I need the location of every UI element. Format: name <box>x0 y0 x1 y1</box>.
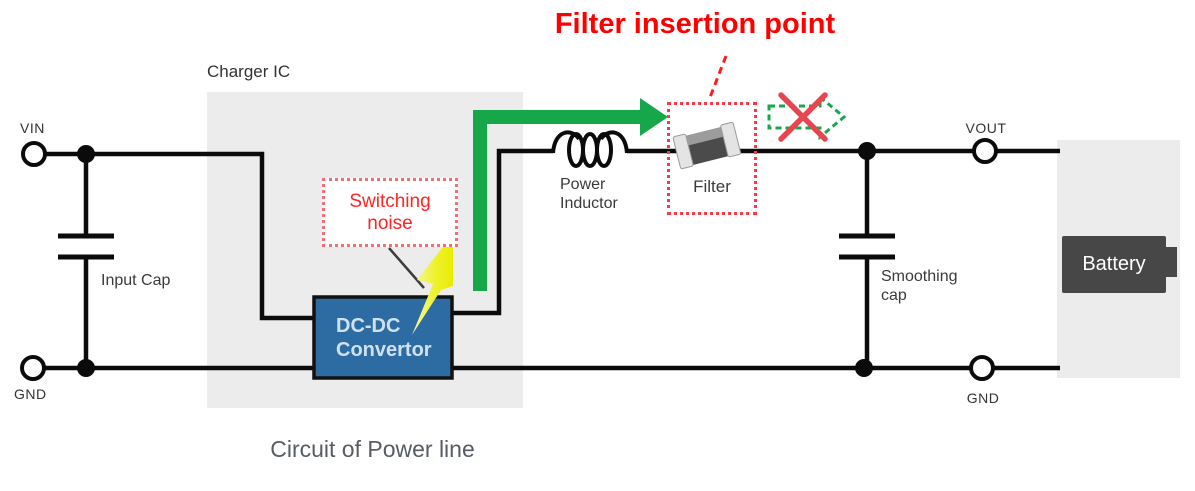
inductor-symbol <box>551 130 629 168</box>
chip-terminal-right <box>720 121 742 158</box>
dcdc-converter-label: DC-DC Convertor <box>336 314 432 361</box>
vout-terminal <box>972 138 998 164</box>
title-callout-line <box>707 55 728 101</box>
wire-dcdc-output <box>448 148 553 316</box>
battery-nub <box>1166 247 1177 277</box>
junction-dot <box>855 359 873 377</box>
blocked-arrow-icon <box>767 93 847 141</box>
gnd-left-terminal <box>20 355 46 381</box>
gnd-right-terminal <box>969 355 995 381</box>
red-x-icon <box>778 92 828 142</box>
junction-dot <box>77 359 95 377</box>
wires <box>33 130 1060 371</box>
switching-noise-label: Switching noise <box>349 190 431 234</box>
junction-dot <box>858 142 876 160</box>
vout-label: VOUT <box>965 120 1007 136</box>
terminals <box>20 138 998 381</box>
junction-dots <box>77 142 876 377</box>
dcdc-converter-label-box: DC-DC Convertor <box>314 297 452 378</box>
input-cap-label: Input Cap <box>101 272 171 289</box>
gnd-right-label: GND <box>966 390 1000 406</box>
inductor-arc-left <box>551 130 581 154</box>
inductor-loop <box>567 132 585 168</box>
inductor-loop <box>581 132 599 168</box>
battery-icon <box>1062 236 1177 293</box>
charger-ic-label: Charger IC <box>207 62 291 81</box>
input-capacitor-symbol <box>58 154 114 368</box>
chip-terminal-left <box>672 133 694 170</box>
switching-noise-callout: Switching noise <box>322 178 458 247</box>
power-inductor-label: Power Inductor <box>560 176 618 212</box>
filter-label: Filter <box>693 177 731 196</box>
battery-body <box>1062 236 1166 293</box>
diagram-caption: Circuit of Power line <box>270 436 475 462</box>
gnd-left-label: GND <box>14 386 47 402</box>
battery-label: Battery <box>1082 253 1146 275</box>
x-stroke <box>778 92 828 142</box>
chip-top-face <box>675 124 734 148</box>
inductor-loop <box>595 132 613 168</box>
vin-terminal <box>21 141 47 167</box>
noise-callout-line <box>388 247 425 289</box>
smoothing-capacitor-symbol <box>839 151 895 368</box>
vin-label: VIN <box>20 120 45 136</box>
filter-chip-icon <box>672 121 742 170</box>
smoothing-cap-label: Smoothing cap <box>881 268 958 304</box>
page-title: Filter insertion point <box>554 8 836 40</box>
wire-vin-to-dcdc <box>34 151 318 321</box>
dcdc-converter-box <box>312 295 454 380</box>
filter-insertion-box: Filter <box>667 102 757 215</box>
lightning-bolt-icon <box>412 234 453 335</box>
noise-path-arrow <box>473 98 668 291</box>
inductor-arc-right <box>599 130 629 154</box>
junction-dot <box>77 145 95 163</box>
